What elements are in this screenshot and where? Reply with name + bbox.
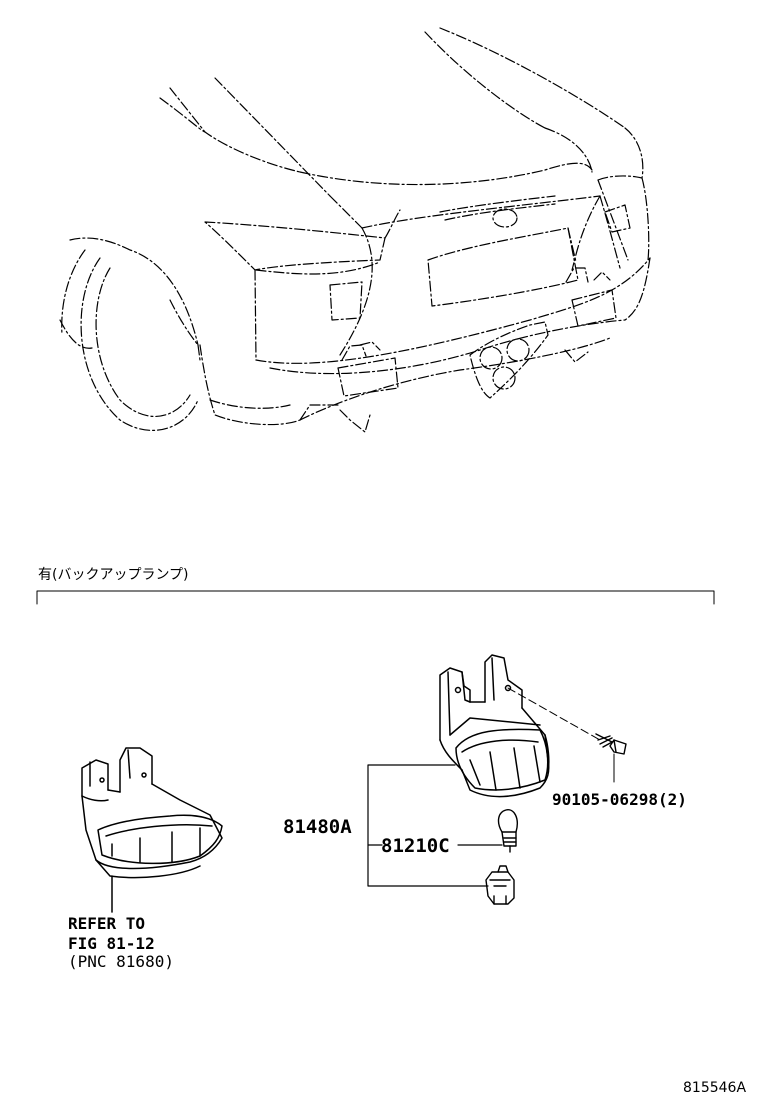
reference-line-3: (PNC 81680) xyxy=(68,952,174,971)
section-bracket xyxy=(36,590,715,605)
part-number-assembly[interactable]: 81480A xyxy=(283,816,352,838)
screw-illustration xyxy=(595,733,627,755)
car-rear-illustration xyxy=(59,27,651,433)
screw-leader xyxy=(507,687,601,741)
reference-line-2[interactable]: FIG 81-12 xyxy=(68,934,155,953)
part-number-bulb[interactable]: 81210C xyxy=(381,835,450,857)
socket-illustration xyxy=(485,865,515,905)
section-label: 有(バックアップランプ) xyxy=(38,567,189,583)
assembly-callout-bracket xyxy=(367,764,503,887)
reference-line-1: REFER TO xyxy=(68,914,146,933)
bulb-illustration xyxy=(497,809,518,853)
part-number-screw[interactable]: 90105-06298(2) xyxy=(552,790,687,809)
left-lamp-illustration xyxy=(81,747,223,913)
figure-id: 815546A xyxy=(683,1080,747,1096)
back-lamp-assembly-illustration xyxy=(439,654,550,798)
